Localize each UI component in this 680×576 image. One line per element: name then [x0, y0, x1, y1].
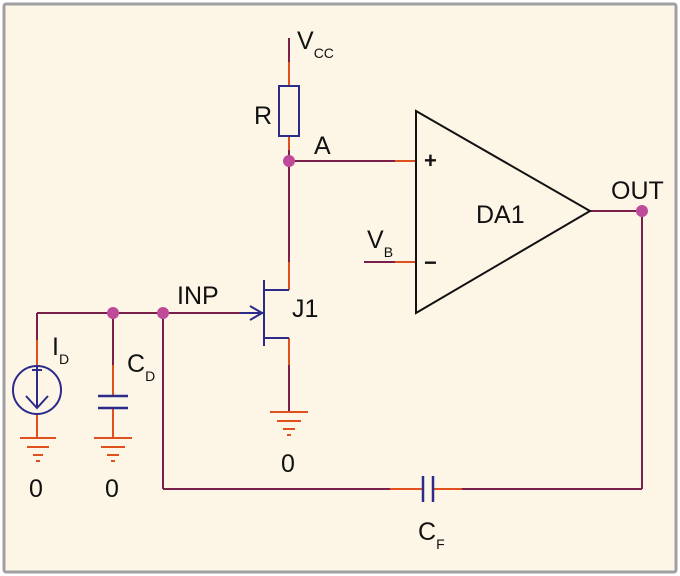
cap-f-label: CF [418, 518, 445, 552]
vcc-label: VCC [297, 27, 334, 61]
vcc-label-main: V [297, 27, 314, 55]
jfet-label: J1 [292, 295, 318, 323]
current-source-symbol [12, 365, 62, 415]
junction-node-a [283, 155, 295, 167]
cap-f-label-main: C [418, 518, 436, 546]
ground-symbol [94, 437, 132, 462]
vb-label: VB [367, 226, 393, 260]
junction-node-inp [157, 307, 169, 319]
capacitor-symbol [98, 394, 128, 410]
jfet-gate-arrow [249, 305, 264, 321]
wires [36, 38, 643, 490]
current-source-label: ID [52, 333, 69, 367]
vb-label-sub: B [384, 244, 393, 260]
current-source-label-main: I [52, 333, 59, 361]
opamp-name-label: DA1 [476, 201, 525, 229]
ground-cap-label: 0 [105, 475, 119, 503]
cap-d-label: CD [127, 350, 155, 384]
node-a-label: A [314, 132, 331, 160]
vcc-label-sub: CC [314, 45, 334, 61]
capacitor-symbol [421, 476, 435, 502]
output-label: OUT [611, 177, 664, 205]
cap-d-label-main: C [127, 350, 145, 378]
n-channel-jfet-symbol [240, 280, 289, 346]
junction-nodes [107, 155, 648, 319]
current-source-arrow-head [25, 395, 49, 410]
grounds [20, 411, 308, 462]
cap-d-label-sub: D [145, 368, 155, 384]
opamp-minus-label: − [424, 250, 437, 275]
ground-symbol [20, 437, 56, 462]
ground-symbol [270, 411, 308, 436]
opamp-triangle-symbol [415, 109, 592, 315]
cap-f-label-sub: F [436, 536, 445, 552]
junction-node-out [636, 205, 648, 217]
current-source-label-sub: D [59, 351, 69, 367]
vb-label-main: V [367, 226, 384, 254]
input-label: INP [177, 282, 219, 310]
opamp-plus-label: + [424, 148, 437, 173]
resistor-symbol [278, 85, 300, 137]
resistor-label: R [254, 102, 272, 130]
junction-node-cd [107, 307, 119, 319]
ground-source-label: 0 [29, 475, 43, 503]
ground-jfet-label: 0 [281, 450, 295, 478]
